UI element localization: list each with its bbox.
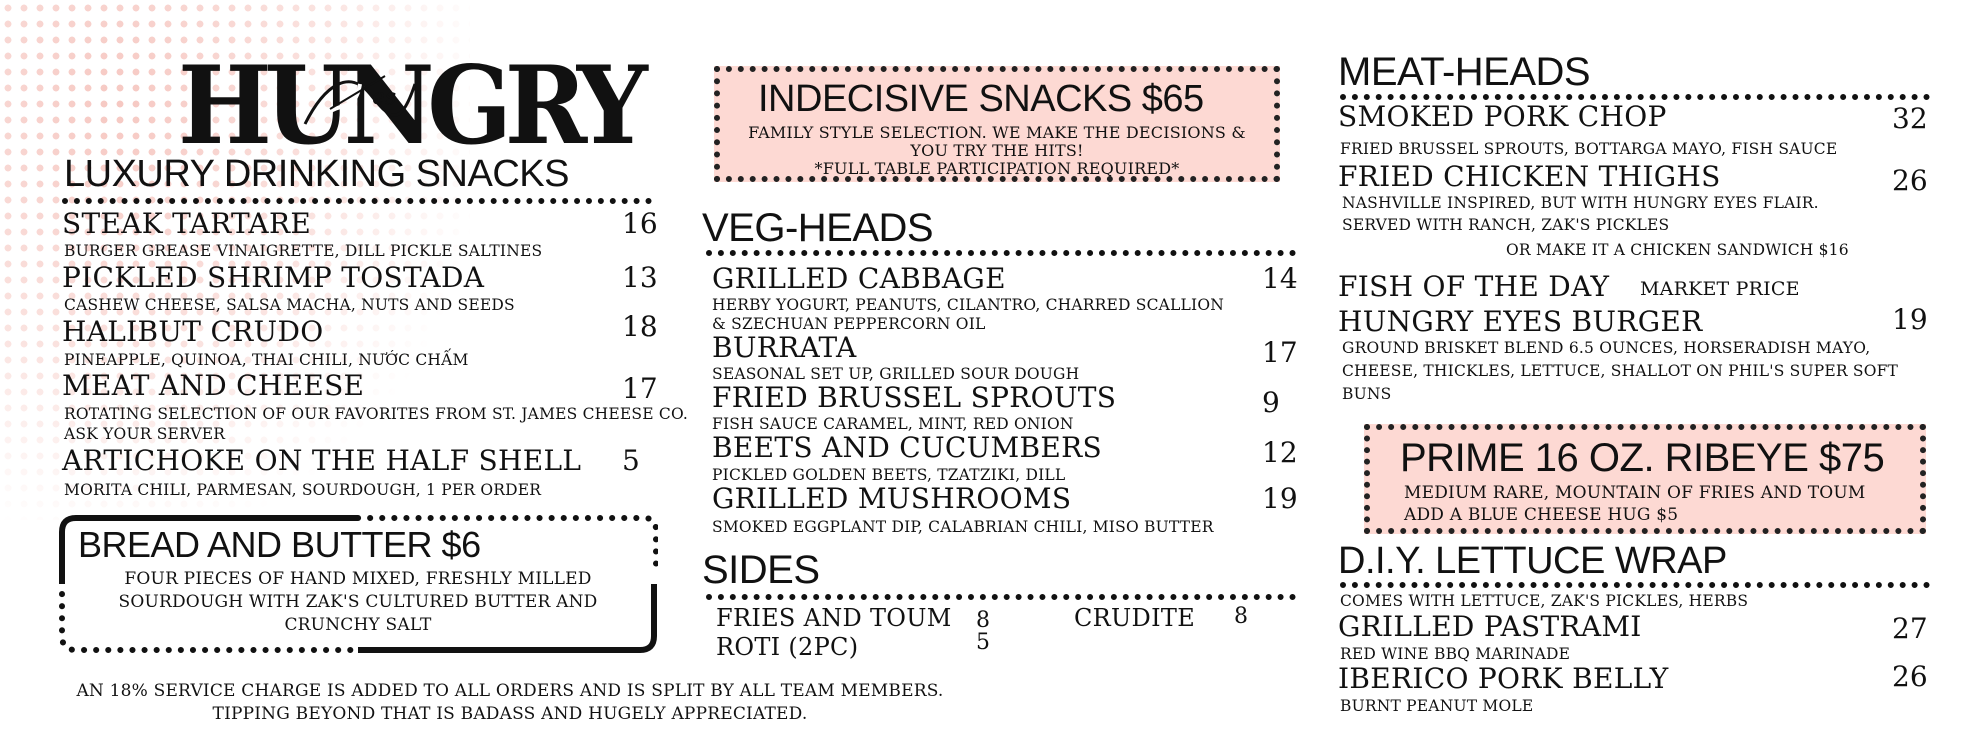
item-name: STEAK TARTARE [62, 207, 312, 240]
tagline: LUXURY DRINKING SNACKS [64, 153, 569, 195]
item-desc: FRIED BRUSSEL SPROUTS, BOTTARGA MAYO, FI… [1340, 140, 1838, 158]
diy-heading: D.I.Y. LETTUCE WRAP [1338, 540, 1727, 582]
item-price: 13 [622, 261, 658, 294]
ribeye-box: PRIME 16 OZ. RIBEYE $75 MEDIUM RARE, MOU… [1364, 424, 1926, 534]
item-name: FISH OF THE DAY [1338, 270, 1610, 303]
divider [62, 198, 652, 204]
item-desc: FISH SAUCE CARAMEL, MINT, RED ONION [712, 415, 1074, 433]
item-price: 16 [622, 207, 658, 240]
item-name: SMOKED PORK CHOP [1338, 100, 1667, 133]
item-price: 14 [1262, 262, 1298, 295]
footer-line: AN 18% SERVICE CHARGE IS ADDED TO ALL OR… [76, 681, 944, 701]
indecisive-line: FAMILY STYLE SELECTION. WE MAKE THE DECI… [748, 123, 1246, 142]
item-price: 32 [1892, 102, 1928, 135]
item-desc: ROTATING SELECTION OF OUR FAVORITES FROM… [64, 405, 689, 423]
item-price: 17 [1262, 336, 1298, 369]
item-name: IBERICO PORK BELLY [1338, 662, 1669, 695]
diy-subtitle: COMES WITH LETTUCE, ZAK'S PICKLES, HERBS [1340, 592, 1749, 610]
veg-heads-heading: VEG-HEADS [702, 206, 934, 250]
bread-title: BREAD AND BUTTER $6 [78, 524, 481, 565]
item-price: 18 [622, 310, 658, 343]
item-price: 9 [1262, 386, 1280, 419]
item-price: 26 [1892, 660, 1928, 693]
item-desc: ASK YOUR SERVER [64, 425, 226, 443]
sides-heading: SIDES [702, 548, 820, 592]
item-desc: MORITA CHILI, PARMESAN, SOURDOUGH, 1 PER… [64, 481, 542, 499]
bread-desc: FOUR PIECES OF HAND MIXED, FRESHLY MILLE… [58, 568, 658, 637]
item-price: MARKET PRICE [1640, 278, 1800, 300]
indecisive-title: INDECISIVE SNACKS $65 [758, 78, 1204, 120]
indecisive-snacks-box: INDECISIVE SNACKS $65 FAMILY STYLE SELEC… [714, 66, 1280, 182]
item-price: 19 [1262, 482, 1298, 515]
item-name: PICKLED SHRIMP TOSTADA [62, 261, 485, 294]
item-desc: HERBY YOGURT, PEANUTS, CILANTRO, CHARRED… [712, 296, 1225, 314]
item-desc: SEASONAL SET UP, GRILLED SOUR DOUGH [712, 365, 1080, 383]
item-price: 26 [1892, 164, 1928, 197]
logo-eyes-script: es [303, 75, 417, 125]
bread-line: SOURDOUGH WITH ZAK'S CULTURED BUTTER AND [118, 592, 598, 612]
item-name: GRILLED CABBAGE [712, 262, 1006, 295]
side-price: 5 [976, 630, 990, 655]
ribeye-line: MEDIUM RARE, MOUNTAIN OF FRIES AND TOUM [1404, 483, 1866, 503]
footer-line: TIPPING BEYOND THAT IS BADASS AND HUGELY… [212, 704, 808, 724]
ribeye-desc: MEDIUM RARE, MOUNTAIN OF FRIES AND TOUM … [1404, 482, 1866, 526]
item-price: 27 [1892, 612, 1928, 645]
indecisive-line: YOU TRY THE HITS! [910, 141, 1084, 160]
side-name: FRIES AND TOUM [716, 604, 952, 632]
side-name: ROTI (2PC) [716, 633, 859, 661]
item-name: FRIED BRUSSEL SPROUTS [712, 381, 1117, 414]
item-name: BURRATA [712, 331, 857, 364]
item-desc: PINEAPPLE, QUINOA, THAI CHILI, NƯỚC CHẤM [64, 351, 469, 369]
item-price: 5 [622, 444, 640, 477]
divider [706, 594, 1296, 600]
item-desc: OR MAKE IT A CHICKEN SANDWICH $16 [1506, 241, 1849, 259]
meat-heads-heading: MEAT-HEADS [1338, 50, 1591, 94]
item-desc: SERVED WITH RANCH, ZAK'S PICKLES [1342, 216, 1670, 234]
item-desc: SMOKED EGGPLANT DIP, CALABRIAN CHILI, MI… [712, 518, 1214, 536]
item-desc: CASHEW CHEESE, SALSA MACHA, NUTS AND SEE… [64, 296, 515, 314]
indecisive-desc: FAMILY STYLE SELECTION. WE MAKE THE DECI… [720, 124, 1274, 178]
ribeye-line: ADD A BLUE CHEESE HUG $5 [1404, 505, 1679, 525]
bread-and-butter-box: BREAD AND BUTTER $6 FOUR PIECES OF HAND … [58, 514, 658, 654]
item-desc: BURNT PEANUT MOLE [1340, 697, 1534, 715]
item-name: BEETS AND CUCUMBERS [712, 431, 1102, 464]
item-desc: BURGER GREASE VINAIGRETTE, DILL PICKLE S… [64, 242, 543, 260]
divider [1340, 582, 1930, 588]
item-price: 19 [1892, 303, 1928, 336]
bread-line: FOUR PIECES OF HAND MIXED, FRESHLY MILLE… [124, 569, 592, 589]
item-desc: CHEESE, THICKLES, LETTUCE, SHALLOT ON PH… [1342, 362, 1899, 380]
divider [706, 250, 1296, 256]
bread-line: CRUNCHY SALT [284, 615, 432, 635]
item-price: 12 [1262, 436, 1298, 469]
item-desc: NASHVILLE INSPIRED, BUT WITH HUNGRY EYES… [1342, 194, 1819, 212]
ribeye-title: PRIME 16 OZ. RIBEYE $75 [1400, 436, 1885, 480]
item-name: ARTICHOKE ON THE HALF SHELL [62, 444, 582, 477]
svg-text:es: es [372, 85, 396, 110]
item-price: 17 [622, 372, 658, 405]
item-desc: GROUND BRISKET BLEND 6.5 OUNCES, HORSERA… [1342, 339, 1871, 357]
background-dot-pattern [0, 0, 470, 520]
item-desc: PICKLED GOLDEN BEETS, TZATZIKI, DILL [712, 466, 1066, 484]
item-name: HUNGRY EYES BURGER [1338, 305, 1703, 338]
side-name: CRUDITE [1074, 604, 1196, 632]
item-desc: & SZECHUAN PEPPERCORN OIL [712, 315, 986, 333]
item-name: GRILLED MUSHROOMS [712, 482, 1072, 515]
item-desc: RED WINE BBQ MARINADE [1340, 645, 1571, 663]
side-price: 8 [976, 608, 990, 633]
box-border [59, 515, 658, 653]
item-desc: BUNS [1342, 385, 1392, 403]
item-name: HALIBUT CRUDO [62, 315, 324, 348]
item-name: MEAT AND CHEESE [62, 369, 365, 402]
service-charge-note: AN 18% SERVICE CHARGE IS ADDED TO ALL OR… [60, 680, 960, 726]
item-name: FRIED CHICKEN THIGHS [1338, 160, 1721, 193]
side-price: 8 [1234, 604, 1248, 629]
item-name: GRILLED PASTRAMI [1338, 610, 1642, 643]
indecisive-line: *FULL TABLE PARTICIPATION REQUIRED* [814, 159, 1180, 178]
logo-hungry: HUNGRY [178, 43, 648, 169]
divider [1340, 94, 1930, 100]
